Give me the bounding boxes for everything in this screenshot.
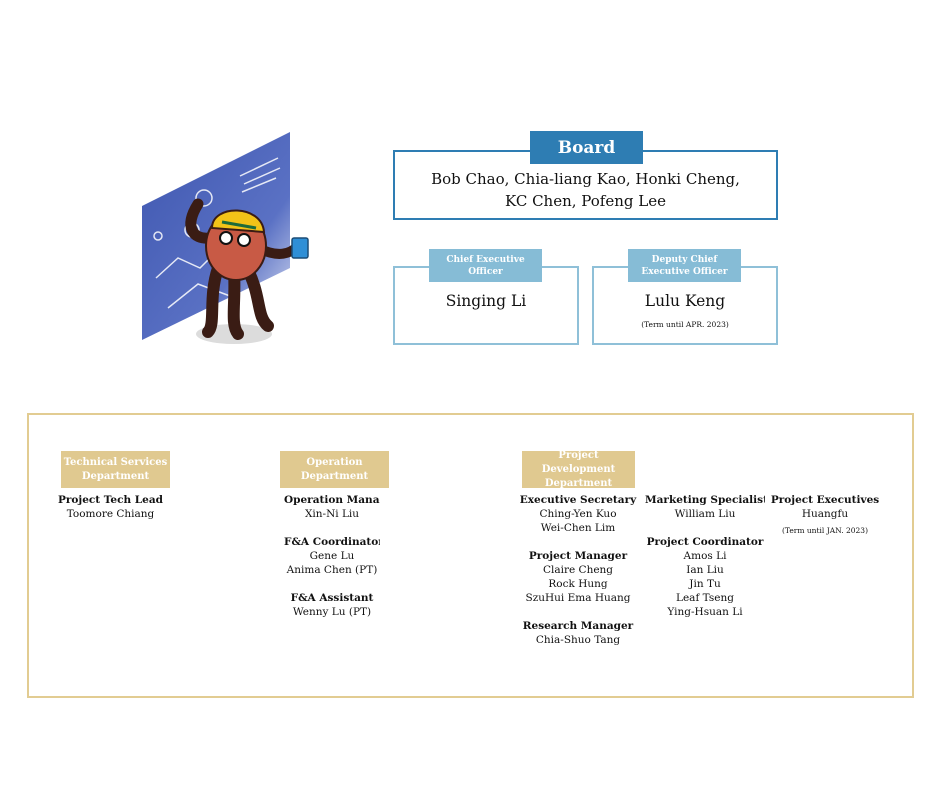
board-members-line-2: KC Chen, Pofeng Lee [505,192,666,210]
project-development-staff-col-1: Executive Secretary Ching-Yen Kuo Wei-Ch… [513,493,643,647]
technical-services-department-label: Technical Services Department [61,451,170,488]
staff-name: Ying-Hsuan Li [667,606,743,618]
board-members-line-1: Bob Chao, Chia-liang Kao, Honki Cheng, [431,170,740,188]
staff-name: SzuHui Ema Huang [525,592,631,604]
operation-staff: Operation Manager Xin-Ni Liu F&A Coordin… [284,493,380,619]
role-title: Project Tech Lead [58,494,163,506]
staff-name: Ian Liu [686,564,724,576]
staff-name: Claire Cheng [542,564,614,576]
staff-name: Amos Li [683,550,727,562]
staff-name: Rock Hung [548,578,608,590]
staff-name: Leaf Tseng [676,592,734,604]
staff-name: Huangfu [801,508,849,520]
staff-name: Gene Lu [309,550,355,562]
role-title: F&A Assistant [290,592,374,604]
deputy-ceo-title: Deputy Chief Executive Officer [628,249,741,282]
role-title: Research Manager [522,620,634,632]
staff-name: Xin-Ni Liu [304,508,360,520]
staff-name: Wei-Chen Lim [540,522,616,534]
deputy-ceo-name: Lulu Keng [644,292,726,310]
ceo-title: Chief Executive Officer [429,249,542,282]
project-development-department-label: Project Development Department [522,450,635,489]
staff-name: Ching-Yen Kuo [539,508,617,520]
staff-name: Wenny Lu (PT) [292,606,372,618]
board-title: Board [530,131,643,164]
octopus-whiteboard-illustration [142,132,309,344]
role-title: Executive Secretary [519,494,637,506]
term-note: (Term until JAN. 2023) [781,526,868,535]
role-title: Project Coordinator [646,536,764,548]
technical-services-staff: Project Tech Lead Toomore Chiang [50,493,171,521]
staff-name: William Liu [674,508,736,520]
project-development-staff-col-2: Marketing Specialist William Liu Project… [645,493,765,619]
project-development-staff-col-3: Project Executives Huangfu (Term until J… [768,493,882,537]
role-title: Project Manager [528,550,628,562]
board-members: Bob Chao, Chia-liang Kao, Honki Cheng, K… [393,168,778,212]
staff-name: Chia-Shuo Tang [535,634,621,646]
role-title: Marketing Specialist [645,494,765,506]
role-title: F&A Coordinator [284,536,380,548]
staff-name: Anima Chen (PT) [286,564,378,576]
deputy-ceo-term-note: (Term until APR. 2023) [641,320,729,329]
ceo-name: Singing Li [445,292,527,310]
role-title: Project Executives [770,494,880,506]
staff-name: Jin Tu [689,578,721,590]
operation-department-label: Operation Department [280,451,389,488]
staff-name: Toomore Chiang [66,508,155,520]
role-title: Operation Manager [284,494,380,506]
departments-frame [27,413,914,698]
